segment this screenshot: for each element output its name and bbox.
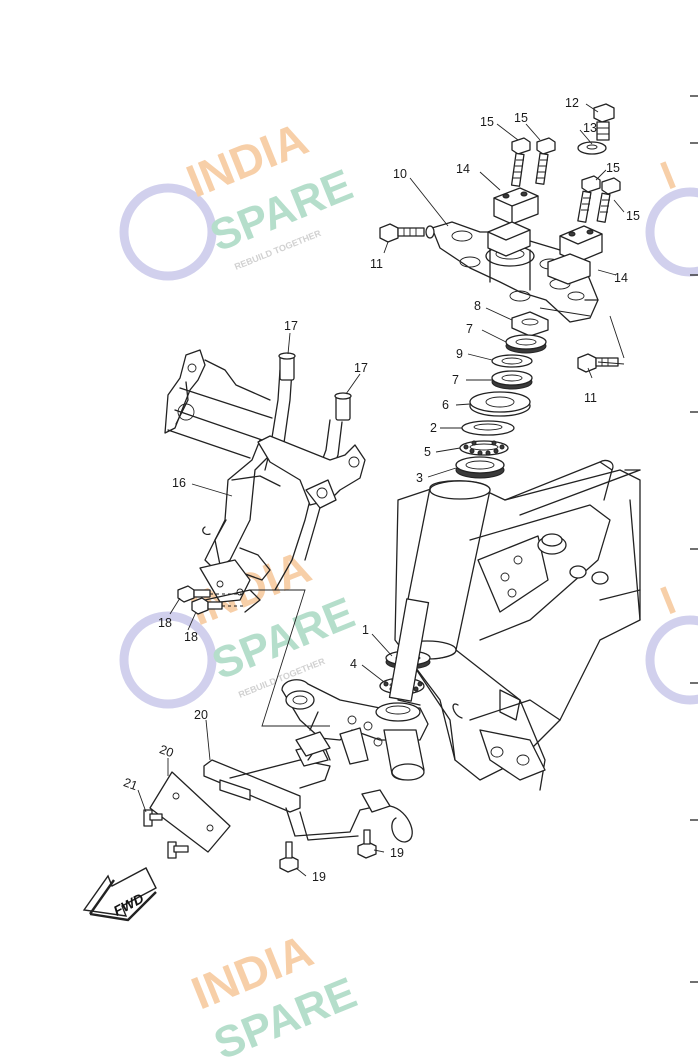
callout-14-b: 14 (614, 271, 628, 285)
callout-18-a: 18 (158, 616, 172, 630)
bracket-bolt-left (279, 841, 299, 873)
stay-bolt-upper (177, 585, 211, 603)
upper-ball-race (461, 420, 515, 436)
callout-16: 16 (172, 476, 186, 490)
rubber-washer (491, 354, 533, 368)
callout-15-a: 15 (480, 115, 494, 129)
pinch-bolt-left (379, 223, 435, 243)
callout-15-c: 15 (606, 161, 620, 175)
bracket-plate (149, 771, 231, 853)
callout-20-a: 20 (194, 708, 208, 722)
frame-head-pipe-assembly (394, 459, 641, 791)
callout-labels: 12 13 15 15 15 15 14 14 10 11 11 8 7 9 7… (122, 96, 640, 884)
callout-11-b: 11 (584, 391, 597, 405)
lock-washer (511, 311, 549, 337)
upper-race-cup (455, 456, 505, 479)
holder-bolt-right-1 (577, 175, 601, 223)
callout-19-a: 19 (390, 846, 404, 860)
callout-7-b: 7 (452, 373, 459, 387)
callout-7-a: 7 (466, 322, 473, 336)
stem-washer (577, 141, 607, 155)
handlebar-holder-lower-left (487, 221, 531, 257)
holder-bolt-left-2 (535, 137, 556, 185)
steering-stem-bolt (593, 103, 615, 141)
callout-8: 8 (474, 299, 481, 313)
callout-11-a: 11 (370, 257, 383, 271)
callout-5: 5 (424, 445, 431, 459)
callout-6: 6 (442, 398, 449, 412)
callout-20-b: 20 (158, 742, 176, 760)
bolt-guide-lines (210, 593, 246, 607)
handlebar-holder-right (547, 225, 603, 285)
callout-17-a: 17 (284, 319, 298, 333)
ring-nut-upper (505, 334, 547, 354)
stay-bolt-lower (191, 597, 223, 615)
callout-15-d: 15 (626, 209, 640, 223)
ball-race-cover (469, 391, 531, 417)
callout-2: 2 (430, 421, 437, 435)
under-bracket-stem (281, 598, 430, 781)
callout-15-b: 15 (514, 111, 528, 125)
damper-rubber-left (278, 352, 296, 381)
callout-14-a: 14 (456, 162, 470, 176)
page-edge-ticks (690, 95, 698, 983)
leader-lines (137, 103, 625, 877)
callout-21: 21 (122, 775, 140, 793)
watermark-right-edge: I I (645, 153, 698, 705)
callout-13: 13 (583, 121, 597, 135)
forward-direction-arrow: FWD (82, 867, 157, 922)
pinch-bolt-right (577, 353, 619, 373)
holder-bolt-right-2 (596, 177, 621, 223)
watermark-top: INDIA SPARE REBUILD TOGETHER (119, 112, 359, 281)
watermark-bottom: INDIA SPARE (184, 924, 363, 1057)
svg-text:I: I (655, 153, 682, 198)
headlight-stay (164, 349, 366, 613)
cable-guide (295, 711, 331, 757)
damper-rubber-right (334, 392, 352, 421)
svg-text:I: I (655, 578, 682, 623)
callout-4: 4 (350, 657, 357, 671)
callout-18-b: 18 (184, 630, 198, 644)
callout-12: 12 (565, 96, 579, 110)
bracket-bolt-right (357, 829, 377, 859)
callout-3: 3 (416, 471, 423, 485)
callout-10: 10 (393, 167, 407, 181)
callout-1: 1 (362, 623, 369, 637)
holder-bolt-left-1 (510, 137, 531, 187)
ring-nut-lower (491, 370, 533, 390)
callout-9: 9 (456, 347, 463, 361)
callout-17-b: 17 (354, 361, 368, 375)
plate-screw-upper (143, 809, 163, 827)
callout-19-b: 19 (312, 870, 326, 884)
handlebar-holder-left (493, 187, 539, 225)
plate-screw-lower (167, 841, 189, 859)
upper-bearing (459, 440, 509, 456)
